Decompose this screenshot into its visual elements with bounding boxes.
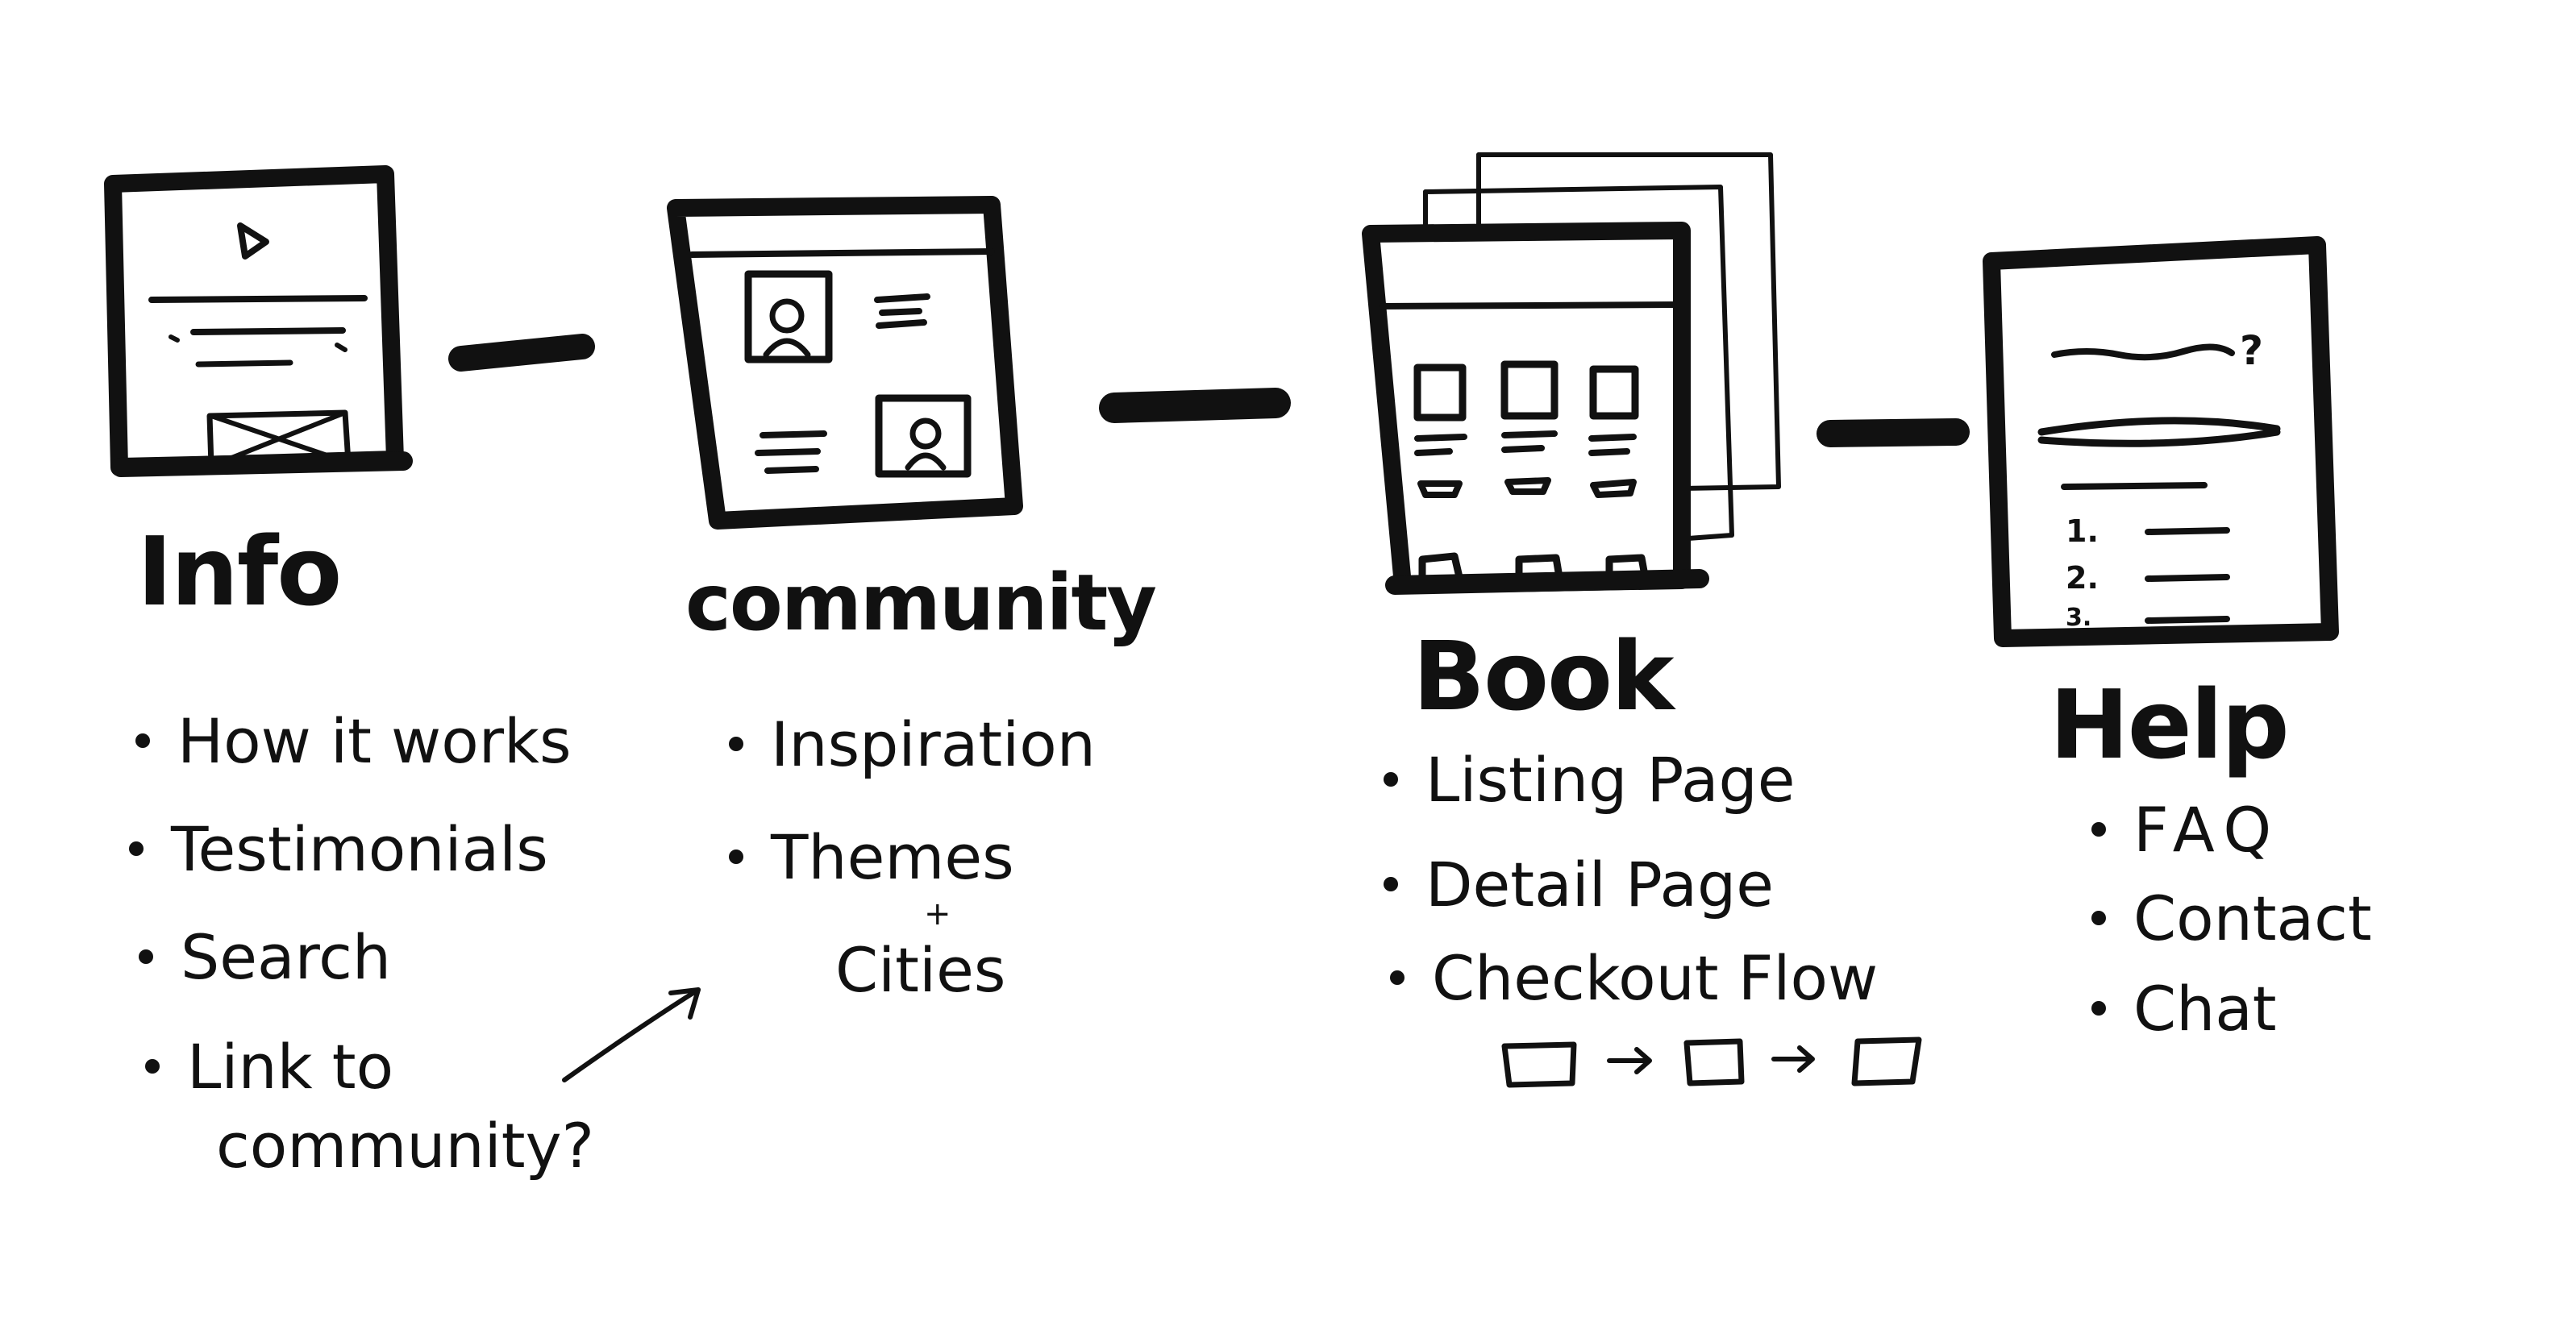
connector-info-community [448,334,595,372]
help-step-marker: 1. [2066,513,2099,549]
section-title-book: Book [1413,621,1675,732]
help-step-marker: 3. [2066,604,2092,632]
logo-icon [237,222,269,260]
list-item-continuation: Cities [835,934,1006,1006]
bullet-icon [2091,1001,2106,1016]
list-item: Contact [2091,888,2372,949]
bullet-icon [129,841,144,856]
bullet-icon [729,737,743,751]
bullet-icon [139,949,153,964]
list-item: Chat [2091,978,2277,1040]
connector-book-help [1817,418,1970,447]
bullet-icon [1384,772,1398,787]
bullet-icon [2091,911,2106,925]
bullet-icon [1384,877,1398,891]
bullet-icon [145,1059,160,1074]
info-wireframe [104,165,413,477]
checkout-flow-diagram [1501,1036,1922,1088]
list-item-continuation: + [924,895,951,933]
list-item: Link to [145,1036,393,1098]
help-step-marker: 2. [2066,560,2099,596]
bullet-icon [1390,970,1405,985]
list-item: Inspiration [729,714,1096,775]
bullet-icon [135,733,150,748]
list-item: FAQ [2091,800,2281,861]
community-wireframe [667,196,1023,530]
profile-photo-icon [744,270,833,363]
list-item: Detail Page [1384,854,1774,916]
section-title-help: Help [2050,669,2290,780]
profile-photo-icon [875,394,972,478]
book-wireframe [1362,152,1781,595]
connector-community-book [1099,388,1291,423]
list-item: Testimonials [129,819,548,880]
arrow-link-to-community [562,987,701,1082]
list-item: Themes [729,827,1014,888]
list-item: How it works [135,711,572,772]
help-question-marker: ? [2240,327,2264,374]
bullet-icon [2091,822,2106,837]
list-item: Listing Page [1384,750,1796,811]
section-title-info: Info [137,516,342,627]
list-item: Search [139,927,391,988]
section-title-community: community [685,558,1157,648]
list-item-continuation: community? [216,1110,594,1182]
list-item: Checkout Flow [1390,948,1878,1009]
bullet-icon [729,850,743,864]
help-wireframe [1983,236,2339,647]
